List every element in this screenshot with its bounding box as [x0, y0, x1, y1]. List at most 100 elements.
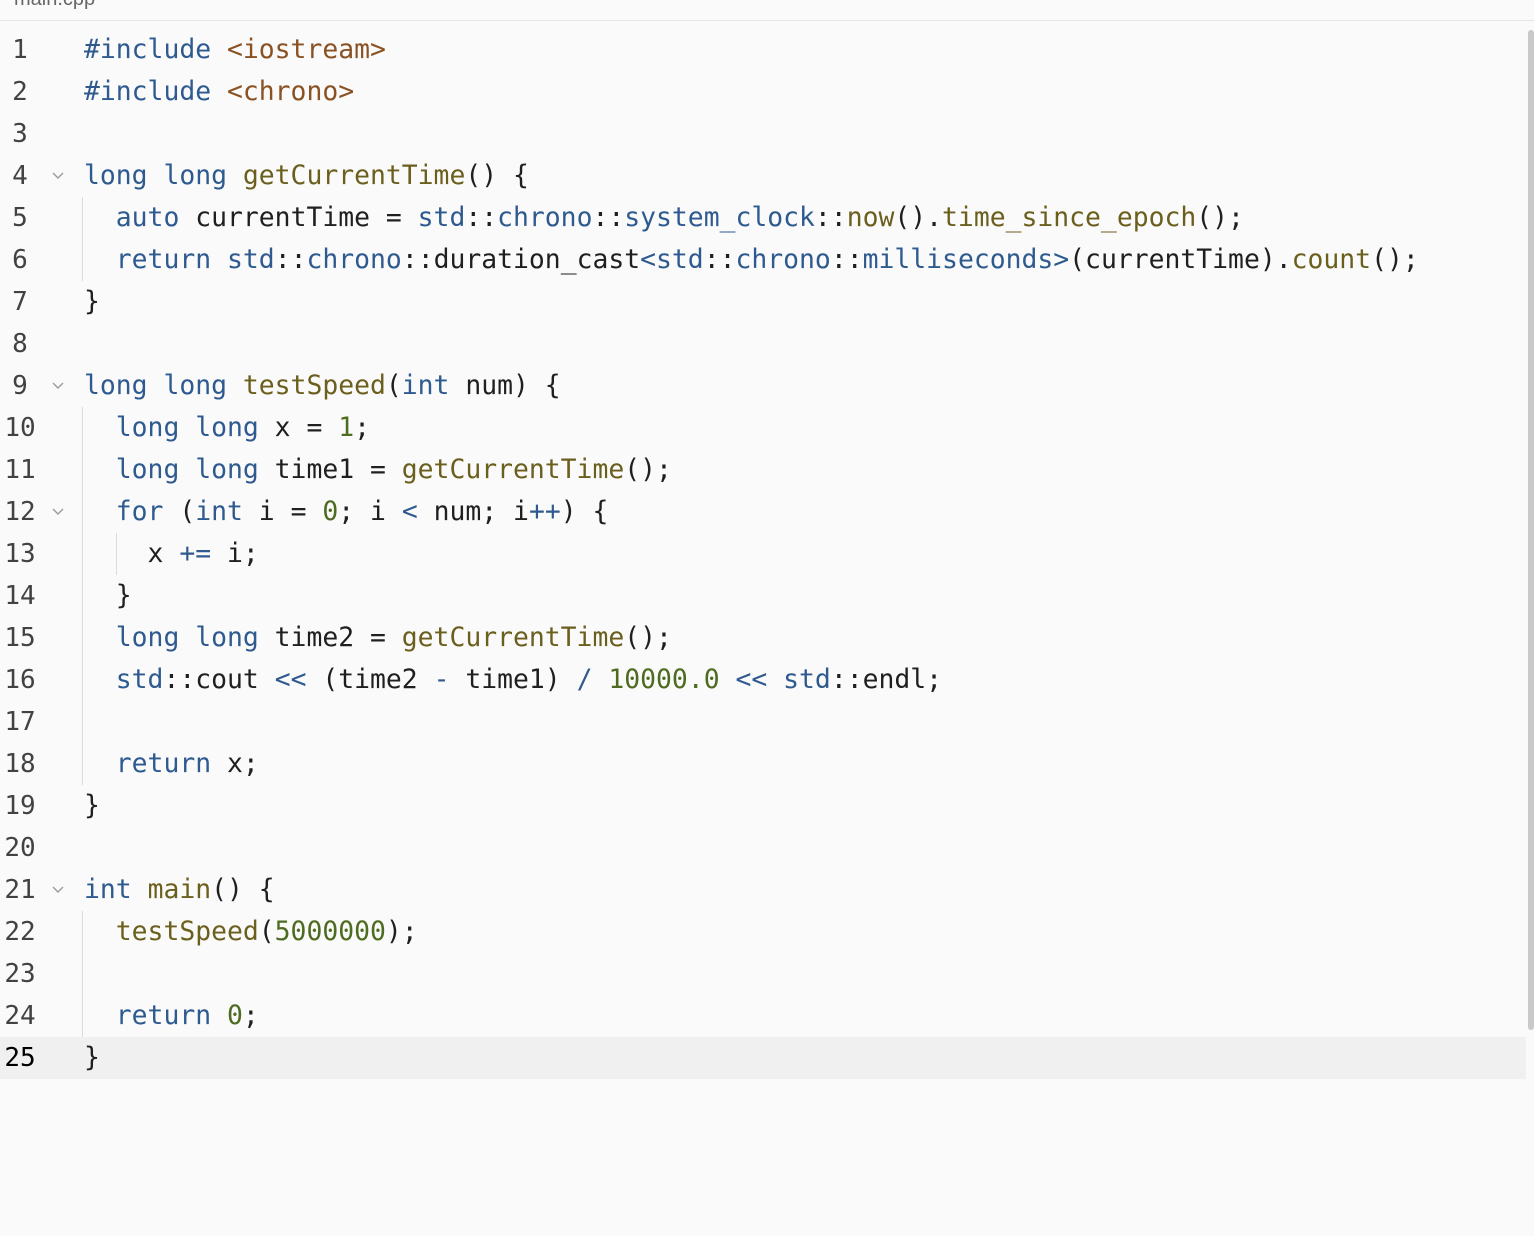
code-line[interactable]: 13 x += i; — [0, 533, 1526, 575]
indent-guide — [82, 575, 83, 617]
line-number: 17 — [4, 707, 36, 737]
code-text[interactable]: int main() { — [84, 869, 275, 911]
code-text[interactable]: long long testSpeed(int num) { — [84, 365, 561, 407]
code-line[interactable]: 23 — [0, 953, 1526, 995]
code-text[interactable]: #include <chrono> — [84, 71, 354, 113]
code-token: int — [195, 496, 243, 527]
code-token: (). — [894, 202, 943, 233]
code-line[interactable]: 1#include <iostream> — [0, 29, 1526, 71]
code-token — [84, 748, 116, 779]
code-text[interactable]: long long time2 = getCurrentTime(); — [84, 617, 672, 659]
vertical-scrollbar[interactable] — [1528, 30, 1534, 1030]
code-token — [720, 664, 736, 695]
code-text[interactable]: return x; — [84, 743, 259, 785]
chevron-down-icon[interactable] — [50, 869, 66, 911]
code-token: - — [433, 664, 450, 695]
line-number: 21 — [4, 875, 36, 905]
code-text[interactable]: auto currentTime = std::chrono::system_c… — [84, 197, 1244, 239]
code-token: #include — [84, 34, 212, 65]
code-line[interactable]: 2#include <chrono> — [0, 71, 1526, 113]
code-text[interactable]: std::cout << (time2 - time1) / 10000.0 <… — [84, 659, 942, 701]
line-number: 20 — [4, 833, 36, 863]
code-token: return — [115, 1000, 212, 1031]
code-token: x; — [211, 748, 259, 779]
code-line[interactable]: 15 long long time2 = getCurrentTime(); — [0, 617, 1526, 659]
code-text[interactable]: } — [84, 575, 132, 617]
line-number: 12 — [4, 497, 36, 527]
code-text[interactable]: return std::chrono::duration_cast<std::c… — [84, 239, 1419, 281]
code-token: std — [417, 202, 466, 233]
code-line[interactable]: 10 long long x = 1; — [0, 407, 1526, 449]
code-token — [211, 244, 227, 275]
code-text[interactable]: } — [84, 785, 100, 827]
code-line[interactable]: 25} — [0, 1037, 1526, 1079]
code-line[interactable]: 24 return 0; — [0, 995, 1526, 1037]
code-line[interactable]: 11 long long time1 = getCurrentTime(); — [0, 449, 1526, 491]
code-token: long long — [84, 160, 227, 191]
code-token: getCurrentTime — [401, 622, 625, 653]
code-line[interactable]: 7} — [0, 281, 1526, 323]
code-text[interactable]: testSpeed(5000000); — [84, 911, 418, 953]
code-text[interactable]: x += i; — [84, 533, 259, 575]
code-token: } — [84, 286, 100, 317]
code-token: auto — [115, 202, 180, 233]
code-line[interactable]: 6 return std::chrono::duration_cast<std:… — [0, 239, 1526, 281]
tab-bar: main.cpp — [0, 0, 1534, 21]
indent-guide — [82, 743, 83, 785]
code-line[interactable]: 17 — [0, 701, 1526, 743]
code-line[interactable]: 20 — [0, 827, 1526, 869]
code-text[interactable]: } — [84, 281, 100, 323]
code-line[interactable]: 12 for (int i = 0; i < num; i++) { — [0, 491, 1526, 533]
code-token: ::endl; — [830, 664, 943, 695]
code-line[interactable]: 14 } — [0, 575, 1526, 617]
code-token: testSpeed — [115, 916, 259, 947]
code-token: x = — [258, 412, 339, 443]
code-token: :: — [274, 244, 307, 275]
code-text[interactable]: #include <iostream> — [84, 29, 386, 71]
chevron-down-icon[interactable] — [50, 365, 66, 407]
code-token: :: — [814, 202, 847, 233]
code-line[interactable]: 18 return x; — [0, 743, 1526, 785]
code-token: () { — [465, 160, 529, 191]
code-token: testSpeed — [242, 370, 386, 401]
code-line[interactable]: 21 int main() { — [0, 869, 1526, 911]
code-token: ++ — [528, 496, 561, 527]
line-number: 3 — [12, 119, 28, 149]
code-line[interactable]: 8 — [0, 323, 1526, 365]
indent-guide — [116, 533, 117, 575]
code-token — [84, 244, 116, 275]
code-text[interactable]: long long x = 1; — [84, 407, 370, 449]
code-token: i = — [242, 496, 323, 527]
code-text[interactable]: long long time1 = getCurrentTime(); — [84, 449, 672, 491]
code-token — [227, 370, 243, 401]
code-token: time1) — [449, 664, 577, 695]
code-token: x — [84, 538, 180, 569]
code-line[interactable]: 3 — [0, 113, 1526, 155]
indent-guide — [82, 449, 83, 491]
indent-guide — [82, 701, 83, 743]
code-line[interactable]: 16 std::cout << (time2 - time1) / 10000.… — [0, 659, 1526, 701]
code-line[interactable]: 19} — [0, 785, 1526, 827]
code-token: 5000000 — [274, 916, 386, 947]
code-text[interactable]: for (int i = 0; i < num; i++) { — [84, 491, 609, 533]
code-text[interactable]: } — [84, 1037, 100, 1079]
code-token: i; — [211, 538, 259, 569]
line-number: 18 — [4, 749, 36, 779]
code-editor[interactable]: 1#include <iostream>2#include <chrono> 3 4… — [0, 29, 1526, 1236]
code-line[interactable]: 22 testSpeed(5000000); — [0, 911, 1526, 953]
code-text[interactable]: return 0; — [84, 995, 259, 1037]
tab-main-cpp[interactable]: main.cpp — [14, 0, 95, 11]
code-token — [767, 664, 783, 695]
code-token: long long — [115, 412, 259, 443]
line-number: 23 — [4, 959, 36, 989]
chevron-down-icon[interactable] — [50, 155, 66, 197]
code-text[interactable]: long long getCurrentTime() { — [84, 155, 529, 197]
code-token: < — [401, 496, 418, 527]
code-token — [211, 76, 227, 107]
chevron-down-icon[interactable] — [50, 491, 66, 533]
code-line[interactable]: 5 auto currentTime = std::chrono::system… — [0, 197, 1526, 239]
code-token: system_clock — [624, 202, 815, 233]
line-number: 10 — [4, 413, 36, 443]
